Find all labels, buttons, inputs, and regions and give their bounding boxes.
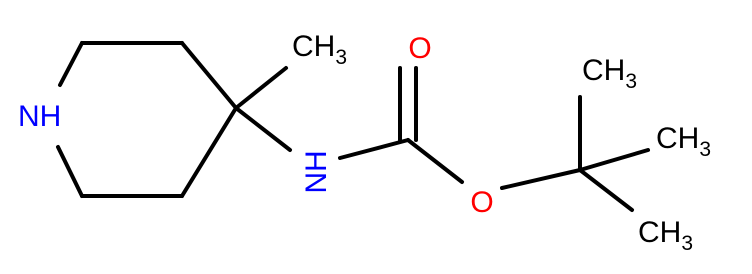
carbonyl-oxygen-label: O xyxy=(408,32,431,65)
bond-quaternary-methyl-right xyxy=(578,148,650,172)
ring-nitrogen-label: NH xyxy=(18,100,61,133)
bond-quaternary-methyl-bottom xyxy=(578,168,634,212)
ester-oxygen-label: O xyxy=(470,186,493,219)
bond-c4-nh xyxy=(234,106,292,152)
piperidine-ring xyxy=(56,41,238,198)
bond-n1-c2 xyxy=(58,41,84,87)
bond-nh-carbonyl xyxy=(338,138,410,160)
tbutyl-methyl-top-label: CH3 xyxy=(582,54,637,93)
bond-ester-o-quaternary xyxy=(500,168,582,190)
bond-c4-c5 xyxy=(180,106,238,198)
methyl-label: CH3 xyxy=(292,30,347,69)
bond-c3-c4 xyxy=(180,41,238,110)
bond-carbonyl-ester-o xyxy=(406,138,464,184)
bond-c6-n1 xyxy=(56,145,84,198)
tbutyl-methyl-right-label: CH3 xyxy=(656,122,711,161)
bond-c4-methyl xyxy=(234,66,288,110)
amide-nitrogen-label: NH xyxy=(300,150,333,193)
tbutyl-methyl-bottom-label: CH3 xyxy=(638,216,693,255)
